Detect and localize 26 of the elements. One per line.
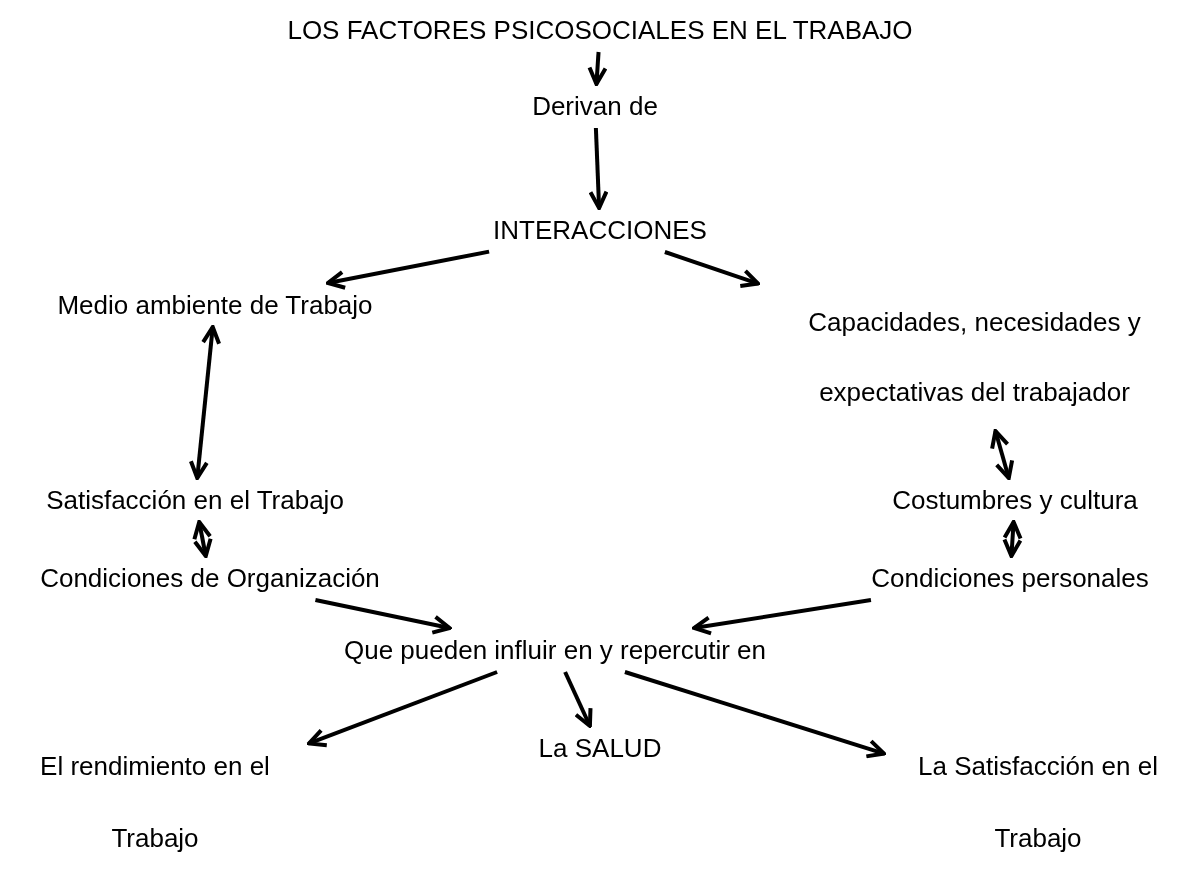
arrow xyxy=(563,671,593,728)
concept-text: Condiciones de Organización xyxy=(40,562,380,595)
concept-text: El rendimiento en el Trabajo xyxy=(39,750,271,855)
concept-text: La Satisfacción en el Trabajo xyxy=(917,750,1159,855)
arrow xyxy=(325,249,490,290)
concept-text: Medio ambiente de Trabajo xyxy=(57,289,373,322)
concept-text: Costumbres y cultura xyxy=(892,484,1138,517)
arrow xyxy=(188,325,222,480)
concept-text: Condiciones personales xyxy=(871,562,1149,595)
concept-text: La SALUD xyxy=(538,732,662,765)
arrow xyxy=(624,670,886,759)
arrow xyxy=(588,127,609,210)
concept-text: Que pueden influir en y repercutir en xyxy=(344,634,766,667)
arrow xyxy=(192,520,213,558)
arrow xyxy=(692,598,872,636)
arrow xyxy=(307,670,498,748)
concept-text: Capacidades, necesidades y expectativas del trabajador xyxy=(807,306,1142,409)
arrow xyxy=(1002,520,1023,558)
arrow xyxy=(587,51,608,86)
arrow xyxy=(315,598,452,635)
arrow xyxy=(664,250,760,288)
concept-text: Derivan de xyxy=(532,90,658,123)
concept-text: LOS FACTORES PSICOSOCIALES EN EL TRABAJO xyxy=(287,14,913,47)
concept-text: INTERACCIONES xyxy=(493,214,707,247)
concept-text: Satisfacción en el Trabajo xyxy=(46,484,344,517)
arrow xyxy=(990,429,1015,480)
